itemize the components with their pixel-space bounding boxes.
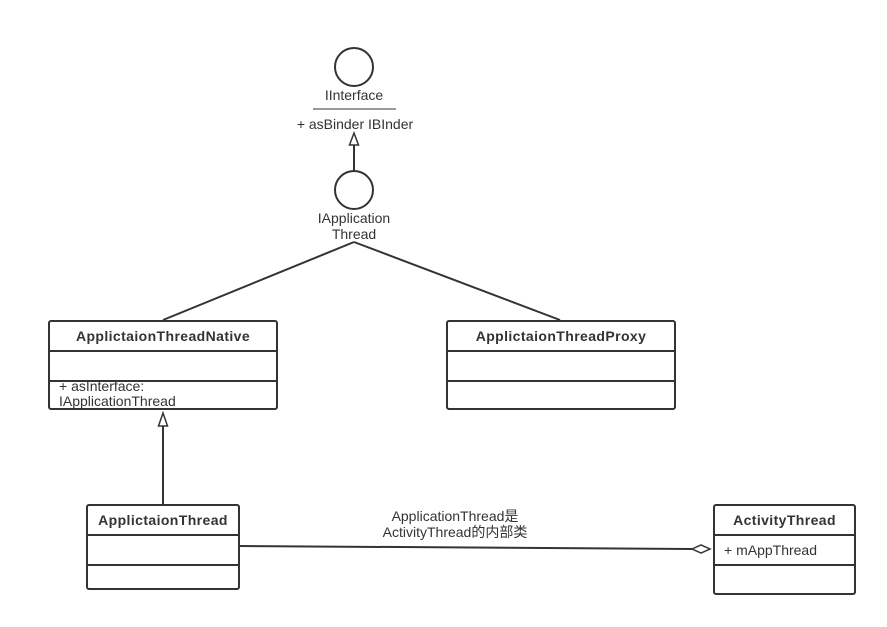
class-name: ApplictaionThreadNative (75, 328, 251, 344)
aggregation-label: ApplicationThread是 ActivityThread的内部类 (335, 508, 575, 540)
class-name: ActivityThread (733, 512, 836, 528)
class-applictaionthreadnative: ApplictaionThreadNative + asInterface: I… (48, 320, 278, 410)
name-line: Thread (331, 226, 377, 242)
operations-compartment (448, 380, 674, 408)
aggregation-diamond (690, 544, 712, 554)
attributes-compartment (448, 350, 674, 380)
attributes-compartment (50, 350, 276, 380)
operations-compartment: + asInterface: IApplicationThread (50, 378, 276, 409)
iapplicationthread-name: IApplication Thread (284, 210, 424, 242)
class-applictaionthread: ApplictaionThread (86, 504, 240, 590)
attributes-compartment: + mAppThread (715, 534, 854, 564)
native-implementation-link (162, 241, 355, 321)
iinterface-name: IInterface (324, 87, 384, 103)
iapplicationthread-lollipop-circle (334, 170, 374, 210)
name-line: IApplication (317, 210, 391, 226)
operation: + asInterface: IApplicationThread (59, 378, 176, 409)
class-name: ApplictaionThreadProxy (475, 328, 647, 344)
iinterface-member: + asBinder IBInder (296, 116, 414, 132)
iinterface-lollipop-circle (334, 47, 374, 87)
proxy-implementation-link (353, 241, 561, 321)
operations-compartment (88, 564, 238, 588)
operations-compartment (715, 564, 854, 593)
class-applictaionthreadproxy: ApplictaionThreadProxy (446, 320, 676, 410)
class-name: ApplictaionThread (98, 512, 228, 528)
label-line: ApplicationThread是 (391, 508, 519, 524)
attribute: + mAppThread (724, 542, 817, 558)
aggregation-link (239, 545, 693, 550)
class-activitythread: ActivityThread + mAppThread (713, 504, 856, 595)
interface-extension-arrowhead (348, 130, 360, 146)
generalization-arrowhead (157, 410, 169, 427)
label-line: ActivityThread的内部类 (382, 524, 528, 540)
attributes-compartment (88, 534, 238, 564)
